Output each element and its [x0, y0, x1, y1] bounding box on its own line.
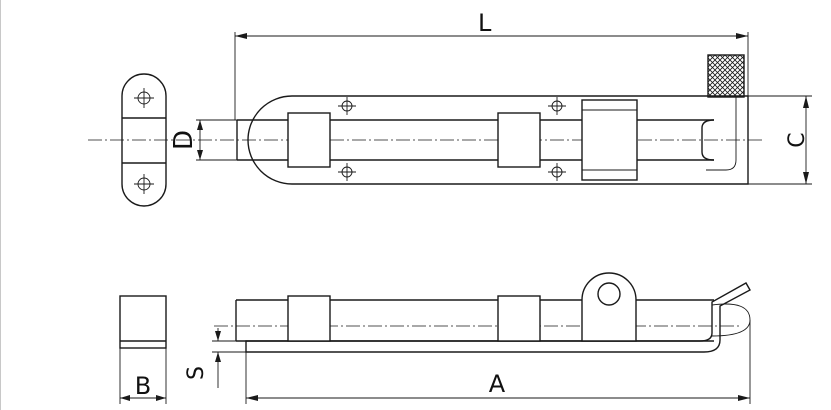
side-view: B S: [119, 272, 751, 404]
guide-strap-right: [497, 112, 541, 168]
dimension-C: C: [748, 95, 812, 185]
dimension-label-D: D: [169, 130, 199, 150]
handle-block-top-view: [581, 99, 638, 181]
guide-strap-left-side: [287, 295, 331, 342]
bolt-bend-inner: [706, 96, 737, 171]
keeper-screw-hole-bottom: [134, 174, 154, 194]
base-plate-outline: [247, 95, 749, 185]
dimension-A: A: [245, 320, 751, 404]
plate-screw-hole-3: [338, 163, 356, 181]
page-left-border: [0, 0, 1, 410]
handle-lug-side: [581, 272, 637, 342]
keeper-side-profile: [119, 295, 167, 349]
dimension-label-S: S: [184, 366, 209, 380]
plate-screw-hole-1: [338, 97, 356, 115]
dimension-label-C: C: [785, 132, 810, 147]
top-view: L D C: [88, 9, 812, 207]
dimension-label-B: B: [135, 372, 151, 400]
dimension-D: D: [169, 119, 237, 161]
dimension-label-A: A: [489, 370, 506, 398]
dimension-L: L: [234, 9, 749, 120]
bolt-end-cap: [711, 303, 751, 337]
base-plate-profile: [245, 282, 751, 353]
knurled-knob[interactable]: [707, 54, 745, 98]
keeper-screw-hole-top: [134, 88, 154, 108]
guide-strap-right-side: [497, 295, 541, 342]
dimension-B: B: [119, 348, 167, 404]
plate-screw-hole-2: [548, 97, 566, 115]
plate-screw-hole-4: [548, 163, 566, 181]
dimension-label-L: L: [478, 9, 492, 37]
guide-strap-left: [287, 112, 331, 168]
dimension-S: S: [184, 328, 246, 388]
